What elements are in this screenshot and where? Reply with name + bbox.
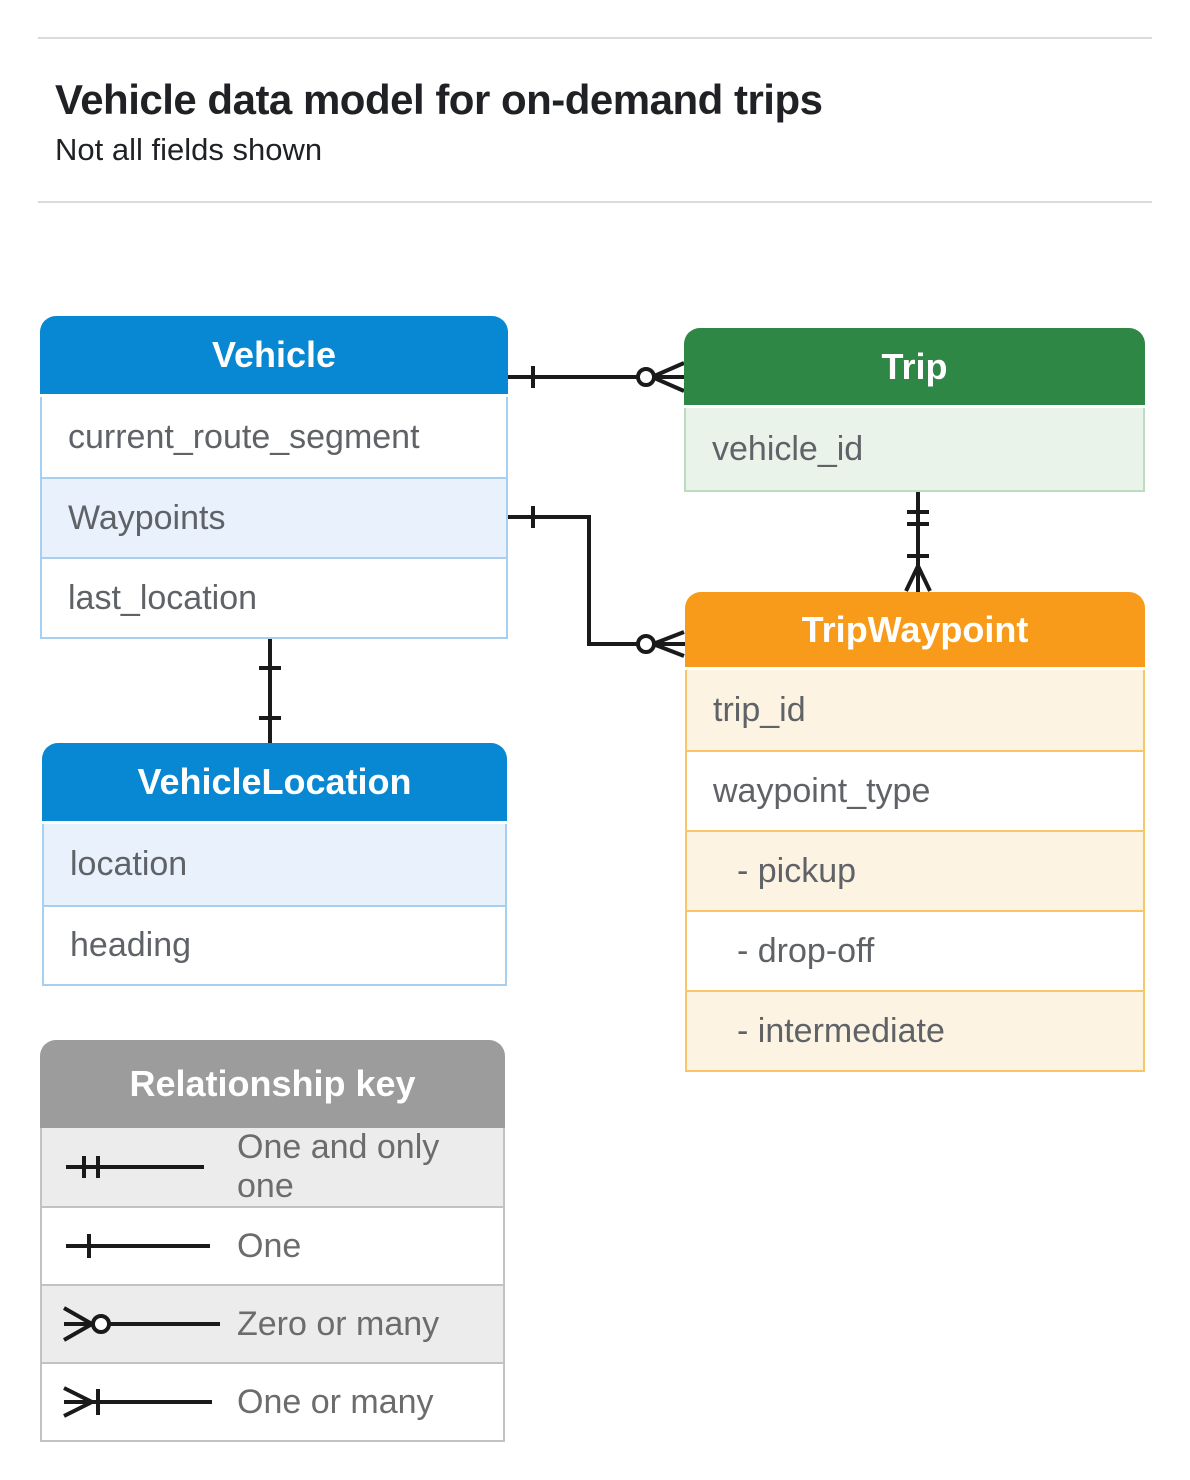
zero-circle-marker [636, 367, 656, 387]
connector-line [508, 515, 685, 646]
field-label: vehicle_id [712, 429, 864, 468]
vehiclelocation-table-body: location heading [42, 824, 507, 986]
vehiclelocation-table-header: VehicleLocation [42, 743, 507, 824]
one-and-only-one-icon [66, 1156, 204, 1178]
connector-vehicle-vehiclelocation [259, 637, 281, 743]
table-row: - drop-off [687, 910, 1143, 990]
field-label: trip_id [713, 690, 806, 729]
legend-label: One [237, 1226, 302, 1265]
zero-or-many-icon [63, 1306, 220, 1342]
field-label: waypoint_type [713, 771, 931, 810]
vehicle-table-body: current_route_segment Waypoints last_loc… [40, 397, 508, 639]
table-row: trip_id [687, 670, 1143, 750]
field-label: - drop-off [737, 931, 875, 970]
crow-foot-marker [652, 630, 685, 658]
one-icon [66, 1234, 210, 1258]
legend-row: One and only one [42, 1128, 503, 1206]
table-row: - intermediate [687, 990, 1143, 1070]
connector-waypoints-tripwaypoint [508, 506, 685, 658]
table-row: waypoint_type [687, 750, 1143, 830]
field-label: - intermediate [737, 1011, 945, 1050]
vehiclelocation-table: VehicleLocation location heading [42, 743, 507, 986]
one-tick-markers [259, 666, 281, 720]
legend-label: One and only one [237, 1128, 440, 1205]
tripwaypoint-table-header: TripWaypoint [685, 592, 1145, 670]
legend-label: One or many [237, 1382, 434, 1421]
tripwaypoint-table-body: trip_id waypoint_type - pickup - drop-of… [685, 670, 1145, 1072]
relationship-key-body: One and only one One Zero or many [40, 1128, 505, 1442]
top-divider [38, 37, 1152, 39]
table-row: - pickup [687, 830, 1143, 910]
trip-table-body: vehicle_id [684, 408, 1145, 492]
relationship-key-title: Relationship key [129, 1063, 416, 1104]
table-row: heading [44, 905, 505, 984]
legend-row: One or many [42, 1362, 503, 1440]
crow-foot-marker [651, 361, 685, 393]
crow-foot-marker [904, 565, 932, 592]
relationship-key: Relationship key One and only one One [40, 1040, 505, 1442]
one-and-only-one-marker [907, 510, 929, 526]
field-label: - pickup [737, 851, 857, 890]
table-row: Waypoints [42, 477, 506, 557]
field-label: heading [70, 926, 192, 964]
field-label: last_location [68, 578, 258, 617]
legend-label: Zero or many [237, 1304, 440, 1343]
legend-row: One [42, 1206, 503, 1284]
page-subtitle: Not all fields shown [55, 132, 323, 167]
legend-row: Zero or many [42, 1284, 503, 1362]
table-row: last_location [42, 557, 506, 637]
field-label: current_route_segment [68, 417, 420, 456]
vehicle-table-header: Vehicle [40, 316, 508, 397]
relationship-key-header: Relationship key [40, 1040, 505, 1128]
header-divider [38, 201, 1152, 203]
table-row: current_route_segment [42, 397, 506, 477]
vehiclelocation-table-title: VehicleLocation [137, 761, 412, 802]
connector-vehicle-trip [508, 361, 685, 393]
connector-trip-tripwaypoint [904, 490, 932, 592]
table-row: location [44, 824, 505, 905]
tripwaypoint-table: TripWaypoint trip_id waypoint_type - pic… [685, 592, 1145, 1072]
trip-table-header: Trip [684, 328, 1145, 408]
table-row: vehicle_id [686, 408, 1143, 490]
vehicle-table: Vehicle current_route_segment Waypoints … [40, 316, 508, 639]
field-label: Waypoints [68, 498, 226, 537]
tripwaypoint-table-title: TripWaypoint [801, 608, 1029, 650]
field-label: location [70, 845, 188, 883]
trip-table-title: Trip [881, 345, 948, 387]
page-title: Vehicle data model for on-demand trips [55, 76, 823, 123]
trip-table: Trip vehicle_id [684, 328, 1145, 492]
zero-circle-marker [636, 634, 656, 654]
one-or-many-icon [63, 1386, 212, 1418]
vehicle-table-title: Vehicle [211, 334, 337, 375]
